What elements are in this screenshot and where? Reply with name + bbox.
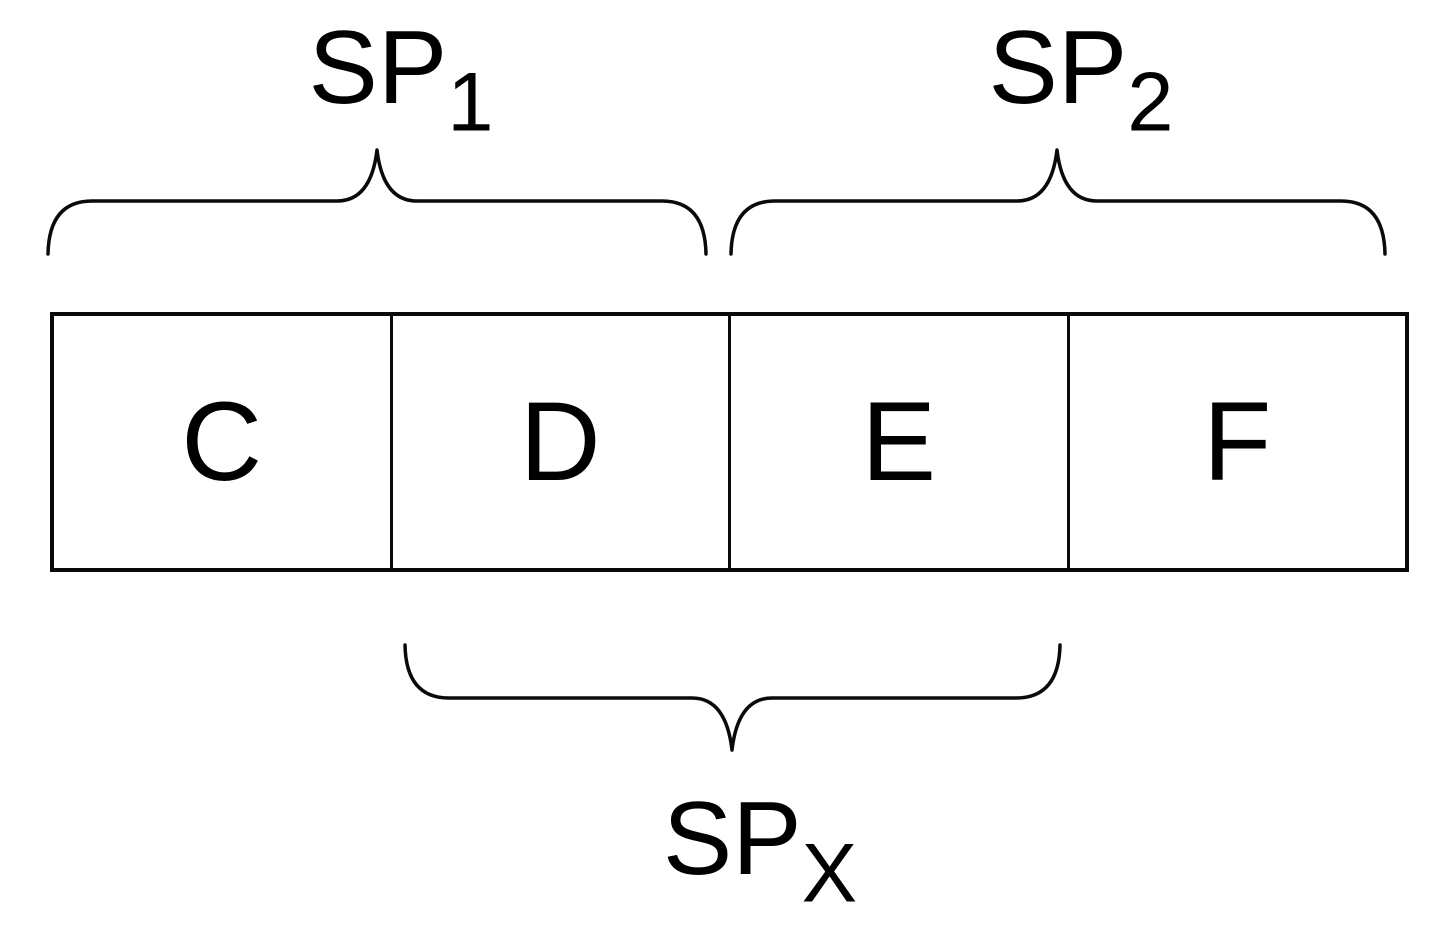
label-sp1-subscript: 1 bbox=[447, 55, 494, 149]
sp1-curly-brace-icon bbox=[46, 148, 708, 256]
label-spx-subscript: X bbox=[801, 826, 858, 920]
spx-curly-brace-icon bbox=[403, 643, 1062, 752]
label-spx-base: SP bbox=[662, 781, 802, 897]
label-sp2-base: SP bbox=[988, 10, 1128, 126]
cell-box-f: F bbox=[1066, 316, 1406, 568]
cell-label-e: E bbox=[861, 379, 937, 504]
label-sp2: SP2 bbox=[989, 16, 1174, 144]
label-spx: SPX bbox=[663, 787, 857, 915]
cell-box-c: C bbox=[54, 316, 390, 568]
sp2-curly-brace-icon bbox=[729, 148, 1387, 256]
cell-label-f: F bbox=[1203, 379, 1272, 504]
label-sp1: SP1 bbox=[309, 16, 494, 144]
cell-label-d: D bbox=[519, 379, 601, 504]
cell-row: C D E F bbox=[50, 312, 1409, 572]
label-sp1-base: SP bbox=[308, 10, 448, 126]
cell-box-d: D bbox=[389, 316, 729, 568]
label-sp2-subscript: 2 bbox=[1127, 55, 1174, 149]
cell-label-c: C bbox=[181, 379, 263, 504]
cell-box-e: E bbox=[728, 316, 1067, 568]
